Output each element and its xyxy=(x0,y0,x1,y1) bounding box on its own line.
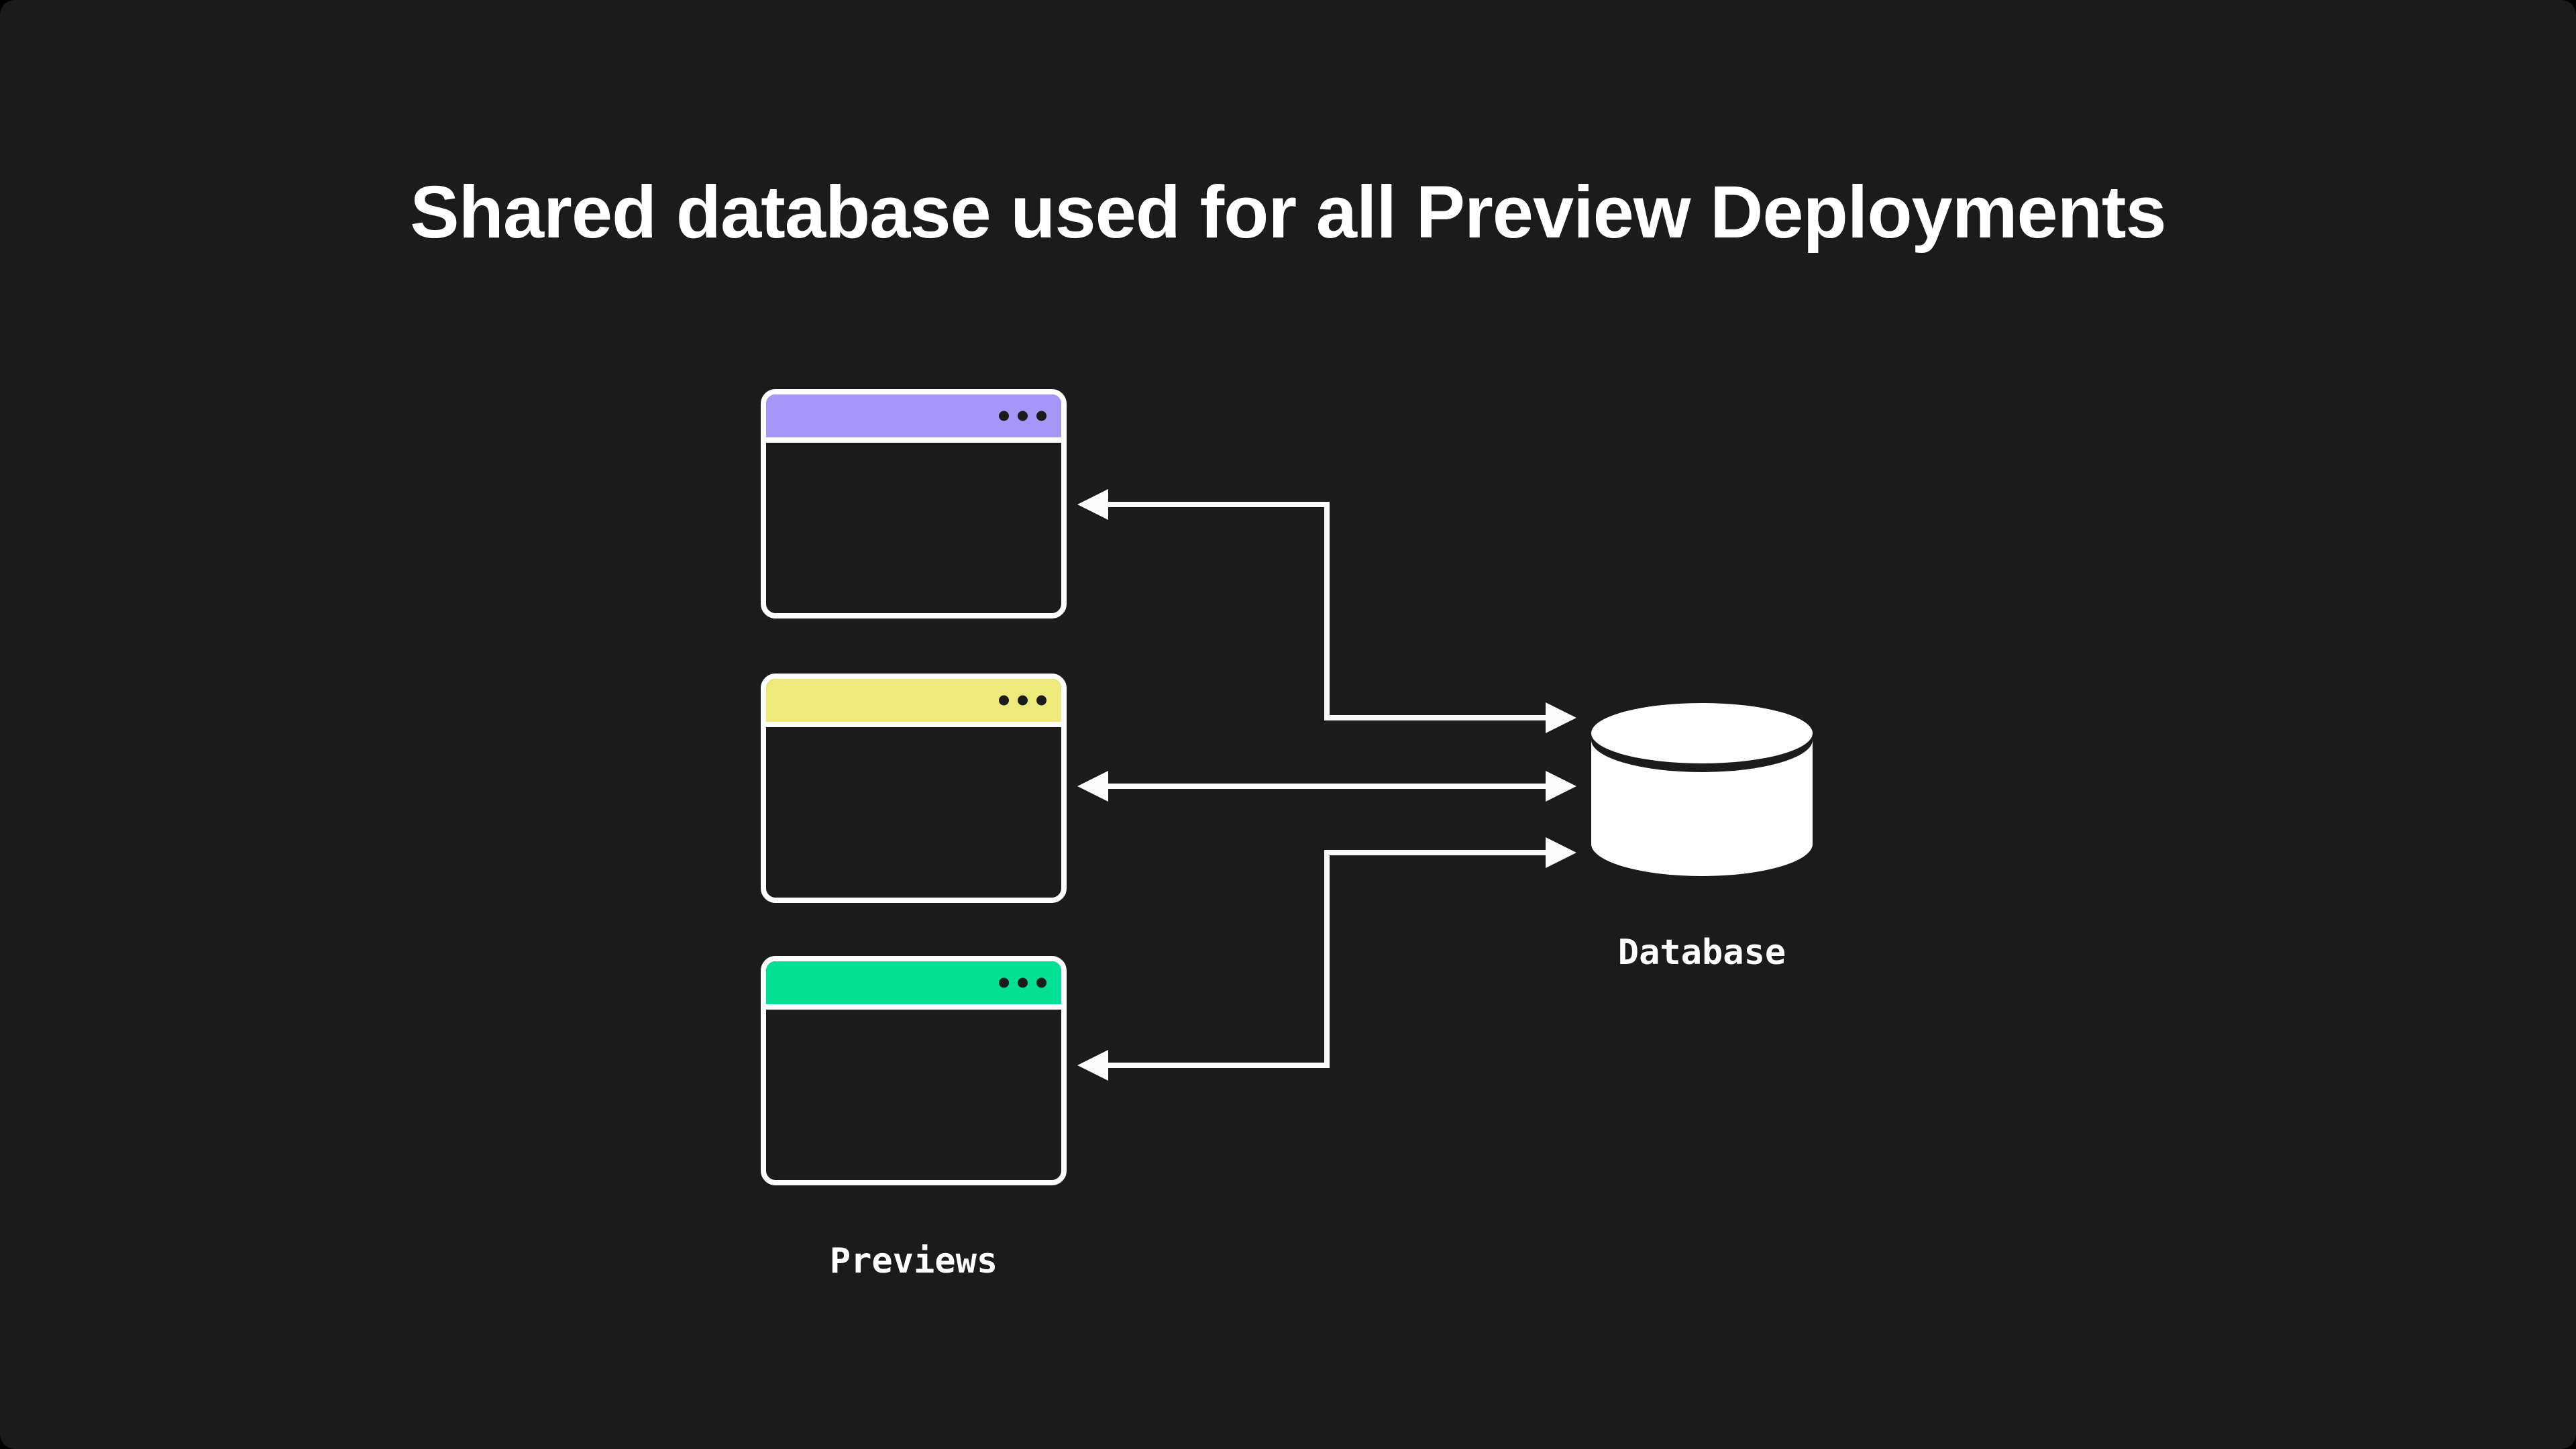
window-dot-icon xyxy=(999,411,1009,421)
window-dot-icon xyxy=(1018,977,1028,988)
database-cylinder-lid xyxy=(1591,703,1813,763)
window-dot-icon xyxy=(1018,695,1028,706)
connection-preview-3-database xyxy=(1077,837,1576,1081)
window-dot-icon xyxy=(1036,977,1046,988)
connector-line xyxy=(1107,850,1547,1068)
window-dot-icon xyxy=(999,977,1009,988)
window-dot-icon xyxy=(1018,411,1028,421)
arrowhead-left-icon xyxy=(1077,1050,1108,1081)
window-controls-dots xyxy=(999,695,1046,706)
window-dot-icon xyxy=(999,695,1009,706)
arrowhead-left-icon xyxy=(1077,771,1108,802)
database-label: Database xyxy=(1617,932,1786,973)
preview-window-1 xyxy=(761,389,1067,619)
arrowhead-left-icon xyxy=(1077,489,1108,520)
window-controls-dots xyxy=(999,411,1046,421)
connector-line xyxy=(1107,502,1547,720)
page-title: Shared database used for all Preview Dep… xyxy=(410,171,2166,254)
preview-window-3-titlebar xyxy=(766,961,1061,1010)
connection-preview-2-database xyxy=(1077,771,1576,802)
preview-window-3 xyxy=(761,956,1067,1185)
preview-window-2 xyxy=(761,674,1067,903)
database-cylinder-body xyxy=(1591,740,1813,876)
window-dot-icon xyxy=(1036,695,1046,706)
preview-window-1-titlebar xyxy=(766,394,1061,443)
preview-window-2-titlebar xyxy=(766,679,1061,727)
window-controls-dots xyxy=(999,977,1046,988)
previews-label: Previews xyxy=(829,1241,998,1281)
arrowhead-right-icon xyxy=(1546,702,1576,733)
database-cylinder-icon xyxy=(1591,703,1813,876)
arrowhead-right-icon xyxy=(1546,771,1576,802)
connection-preview-1-database xyxy=(1077,489,1576,733)
window-dot-icon xyxy=(1036,411,1046,421)
arrowhead-right-icon xyxy=(1546,837,1576,868)
